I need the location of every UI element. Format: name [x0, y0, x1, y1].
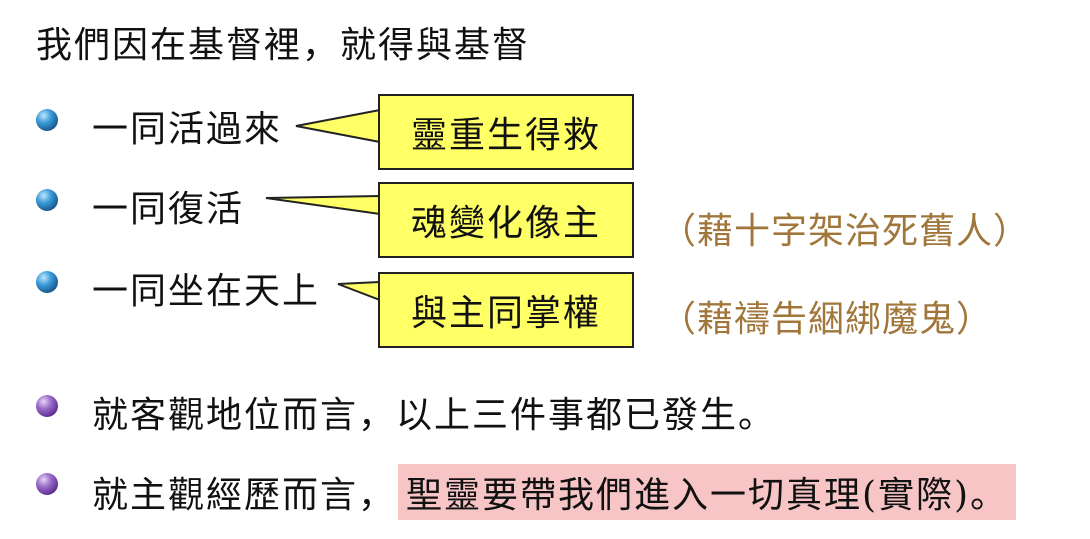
item-text: 一同坐在天上 — [92, 271, 321, 312]
callout-2: 魂變化像主 — [378, 182, 634, 258]
item-text-prefix: 就主觀經歷而言， — [92, 475, 397, 516]
callout-3: 與主同掌權 — [378, 272, 634, 348]
item-text: 一同復活 — [92, 189, 245, 230]
item-text: 一同活過來 — [92, 109, 283, 150]
item-text: 就主觀經歷而言，聖靈要帶我們進入一切真理(實際)。 — [92, 464, 1017, 520]
bullet-icon — [36, 473, 58, 495]
callout-pointer-2 — [265, 194, 381, 216]
note-3: （藉禱告綑綁魔鬼） — [660, 299, 994, 340]
item-text: 就客觀地位而言，以上三件事都已發生。 — [92, 395, 777, 436]
slide-title: 我們因在基督裡，就得與基督 — [36, 25, 531, 66]
callout-pointer-1 — [295, 108, 381, 144]
bullet-icon — [36, 109, 58, 131]
note-2: （藉十字架治死舊人） — [660, 211, 1031, 252]
callout-pointer-3 — [337, 280, 381, 302]
bullet-icon — [36, 189, 58, 211]
bullet-icon — [36, 395, 58, 417]
highlighted-text: 聖靈要帶我們進入一切真理(實際)。 — [398, 464, 1017, 520]
bullet-icon — [36, 271, 58, 293]
callout-1: 靈重生得救 — [378, 94, 634, 170]
